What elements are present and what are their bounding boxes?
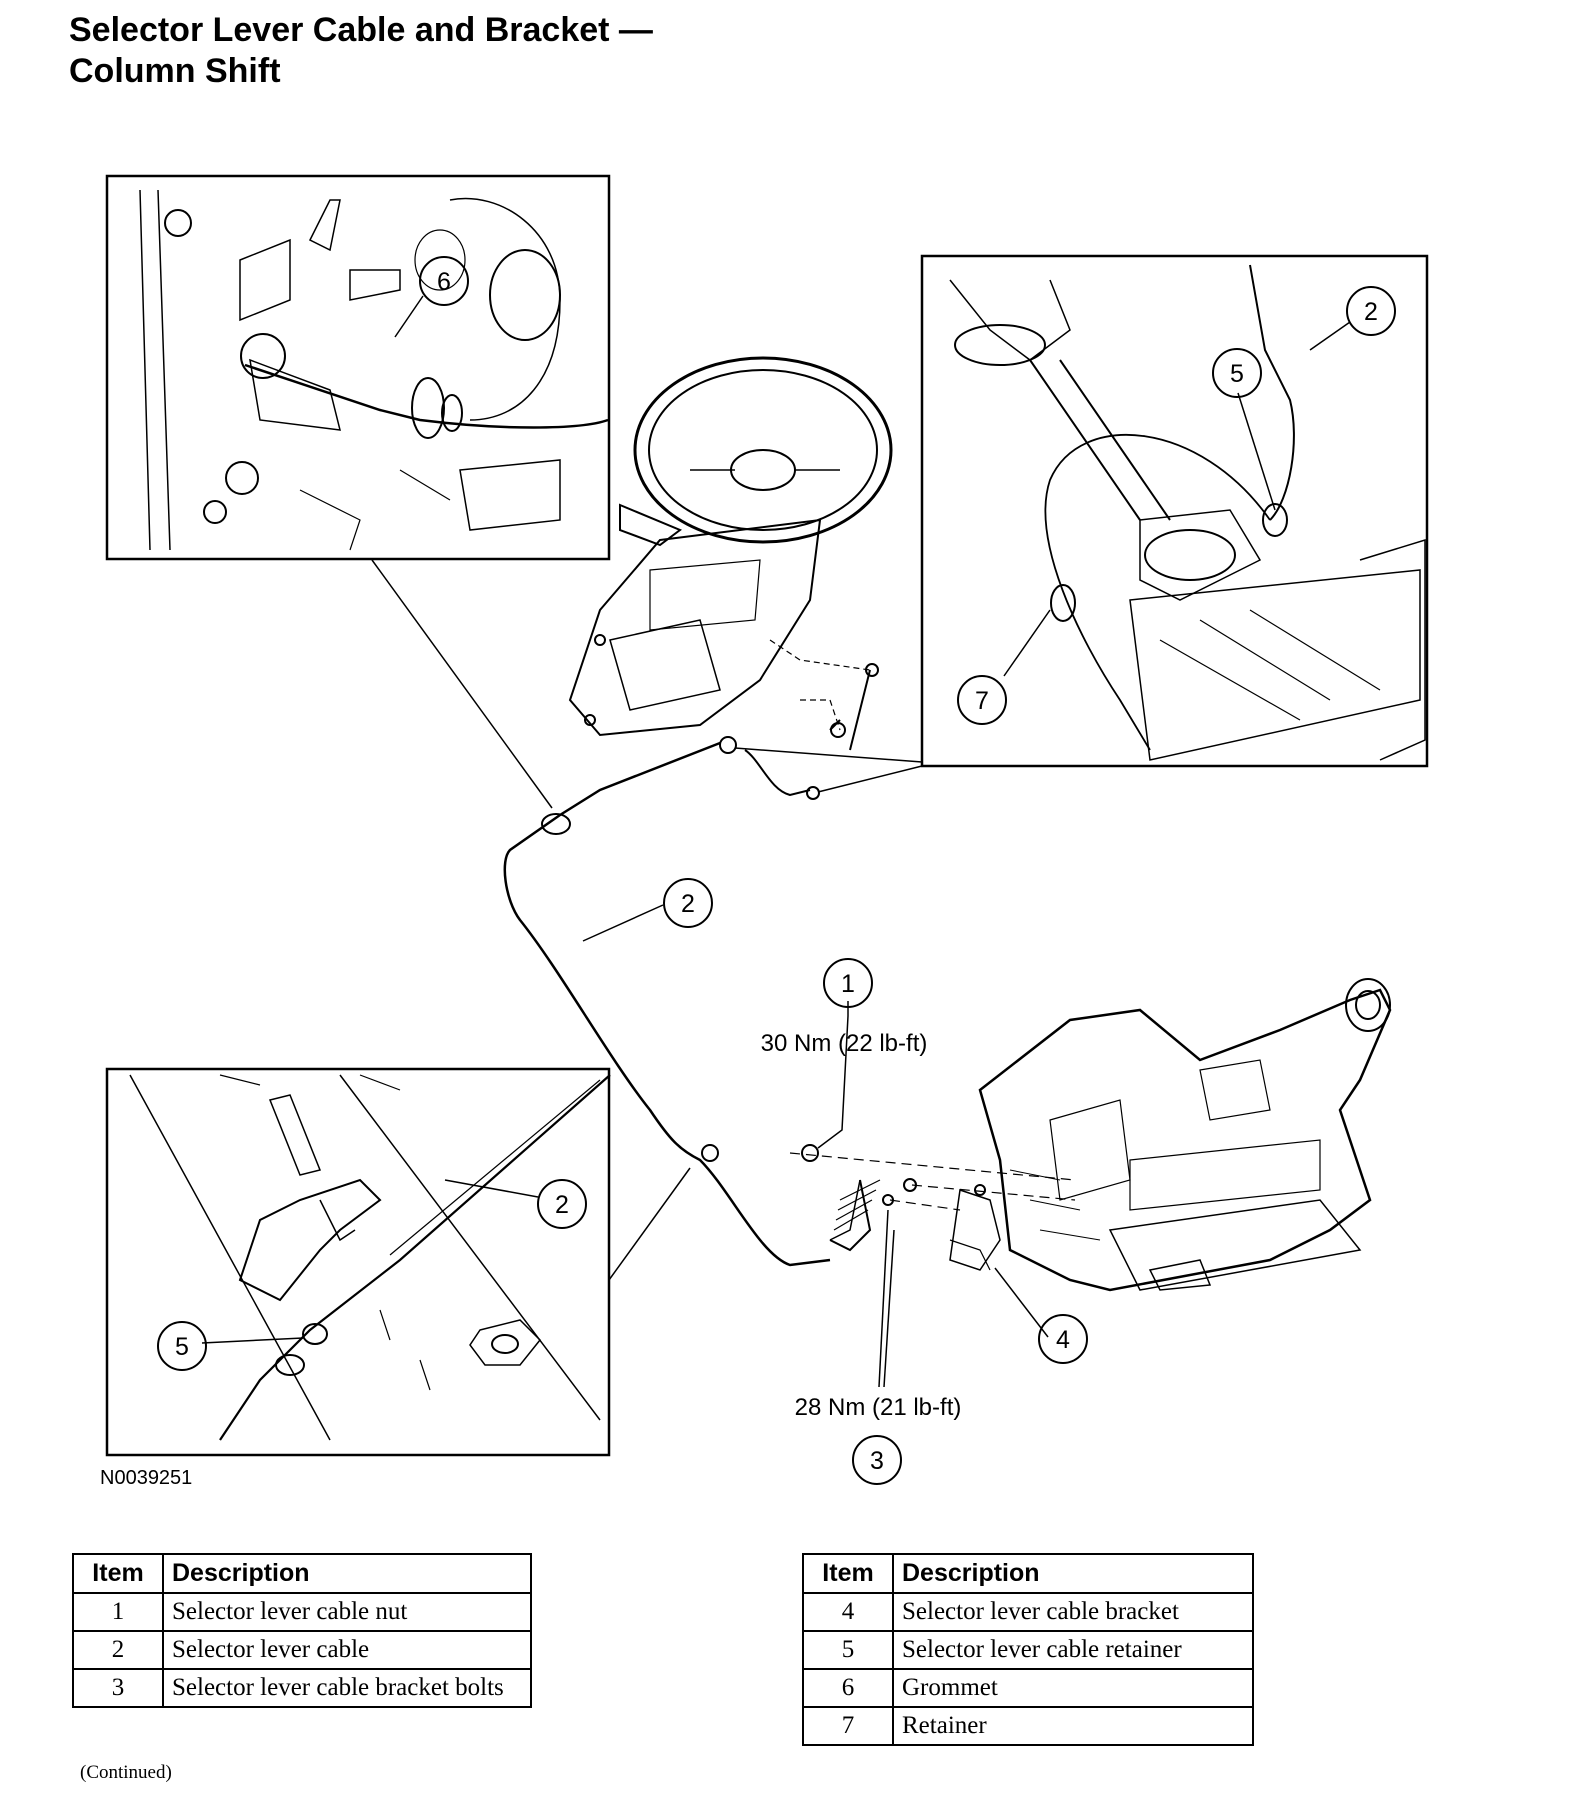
inset-grommet bbox=[105, 174, 611, 561]
callout-3: 3 bbox=[870, 1447, 884, 1475]
legend-item-number: 2 bbox=[72, 1630, 164, 1670]
page-title: Selector Lever Cable and Bracket — Colum… bbox=[69, 10, 653, 92]
legend-item-description: Selector lever cable bracket bbox=[892, 1592, 1254, 1632]
legend-header-description: Description bbox=[162, 1553, 532, 1594]
callout-1: 1 bbox=[841, 970, 855, 998]
legend-item-number: 3 bbox=[72, 1668, 164, 1708]
callout-2-lower-left: 2 bbox=[555, 1191, 569, 1219]
legend-header-description: Description bbox=[892, 1553, 1254, 1594]
torque-label-item3: 28 Nm (21 lb-ft) bbox=[795, 1394, 962, 1421]
inset-column-routing bbox=[920, 254, 1429, 768]
legend-row: 7 Retainer bbox=[802, 1706, 1254, 1746]
legend-header-item: Item bbox=[802, 1553, 894, 1594]
legend-item-description: Selector lever cable bracket bolts bbox=[162, 1668, 532, 1708]
legend-item-description: Grommet bbox=[892, 1668, 1254, 1708]
bracket-hardware bbox=[801, 1144, 1001, 1271]
selector-cable bbox=[503, 736, 831, 1267]
legend-item-description: Retainer bbox=[892, 1706, 1254, 1746]
legend-item-number: 1 bbox=[72, 1592, 164, 1632]
legend-item-description: Selector lever cable retainer bbox=[892, 1630, 1254, 1670]
legend-item-number: 5 bbox=[802, 1630, 894, 1670]
legend-item-number: 6 bbox=[802, 1668, 894, 1708]
legend-item-number: 7 bbox=[802, 1706, 894, 1746]
steering-column bbox=[568, 356, 893, 751]
legend-header-row: Item Description bbox=[72, 1553, 532, 1594]
legend-header-row: Item Description bbox=[802, 1553, 1254, 1594]
title-line-2: Column Shift bbox=[69, 52, 281, 90]
legend-row: 5 Selector lever cable retainer bbox=[802, 1630, 1254, 1670]
figure-id: N0039251 bbox=[100, 1467, 193, 1489]
inset-bracket bbox=[105, 1067, 611, 1457]
transmission bbox=[978, 978, 1392, 1292]
legend-row: 1 Selector lever cable nut bbox=[72, 1592, 532, 1632]
callout-2-main: 2 bbox=[681, 890, 695, 918]
exploded-diagram: 6 2 5 7 2 1 2 5 4 3 30 Nm (22 lb-ft) 28 … bbox=[105, 174, 1429, 1485]
legend-row: 6 Grommet bbox=[802, 1668, 1254, 1708]
callout-6: 6 bbox=[437, 268, 451, 296]
callout-5-lower-left: 5 bbox=[175, 1333, 189, 1361]
callout-7: 7 bbox=[975, 687, 989, 715]
legend-row: 4 Selector lever cable bracket bbox=[802, 1592, 1254, 1632]
title-line-1: Selector Lever Cable and Bracket — bbox=[69, 11, 653, 49]
legend-item-description: Selector lever cable nut bbox=[162, 1592, 532, 1632]
callout-4: 4 bbox=[1056, 1326, 1070, 1354]
legend-table-left: Item Description 1 Selector lever cable … bbox=[72, 1553, 532, 1708]
callout-2-upper-right: 2 bbox=[1364, 298, 1378, 326]
legend-header-item: Item bbox=[72, 1553, 164, 1594]
callout-5-upper-right: 5 bbox=[1230, 360, 1244, 388]
legend-row: 2 Selector lever cable bbox=[72, 1630, 532, 1670]
continued-note: (Continued) bbox=[80, 1762, 172, 1783]
torque-label-item1: 30 Nm (22 lb-ft) bbox=[761, 1030, 928, 1057]
legend-row: 3 Selector lever cable bracket bolts bbox=[72, 1668, 532, 1708]
legend-table-right: Item Description 4 Selector lever cable … bbox=[802, 1553, 1254, 1746]
legend-item-description: Selector lever cable bbox=[162, 1630, 532, 1670]
legend-item-number: 4 bbox=[802, 1592, 894, 1632]
